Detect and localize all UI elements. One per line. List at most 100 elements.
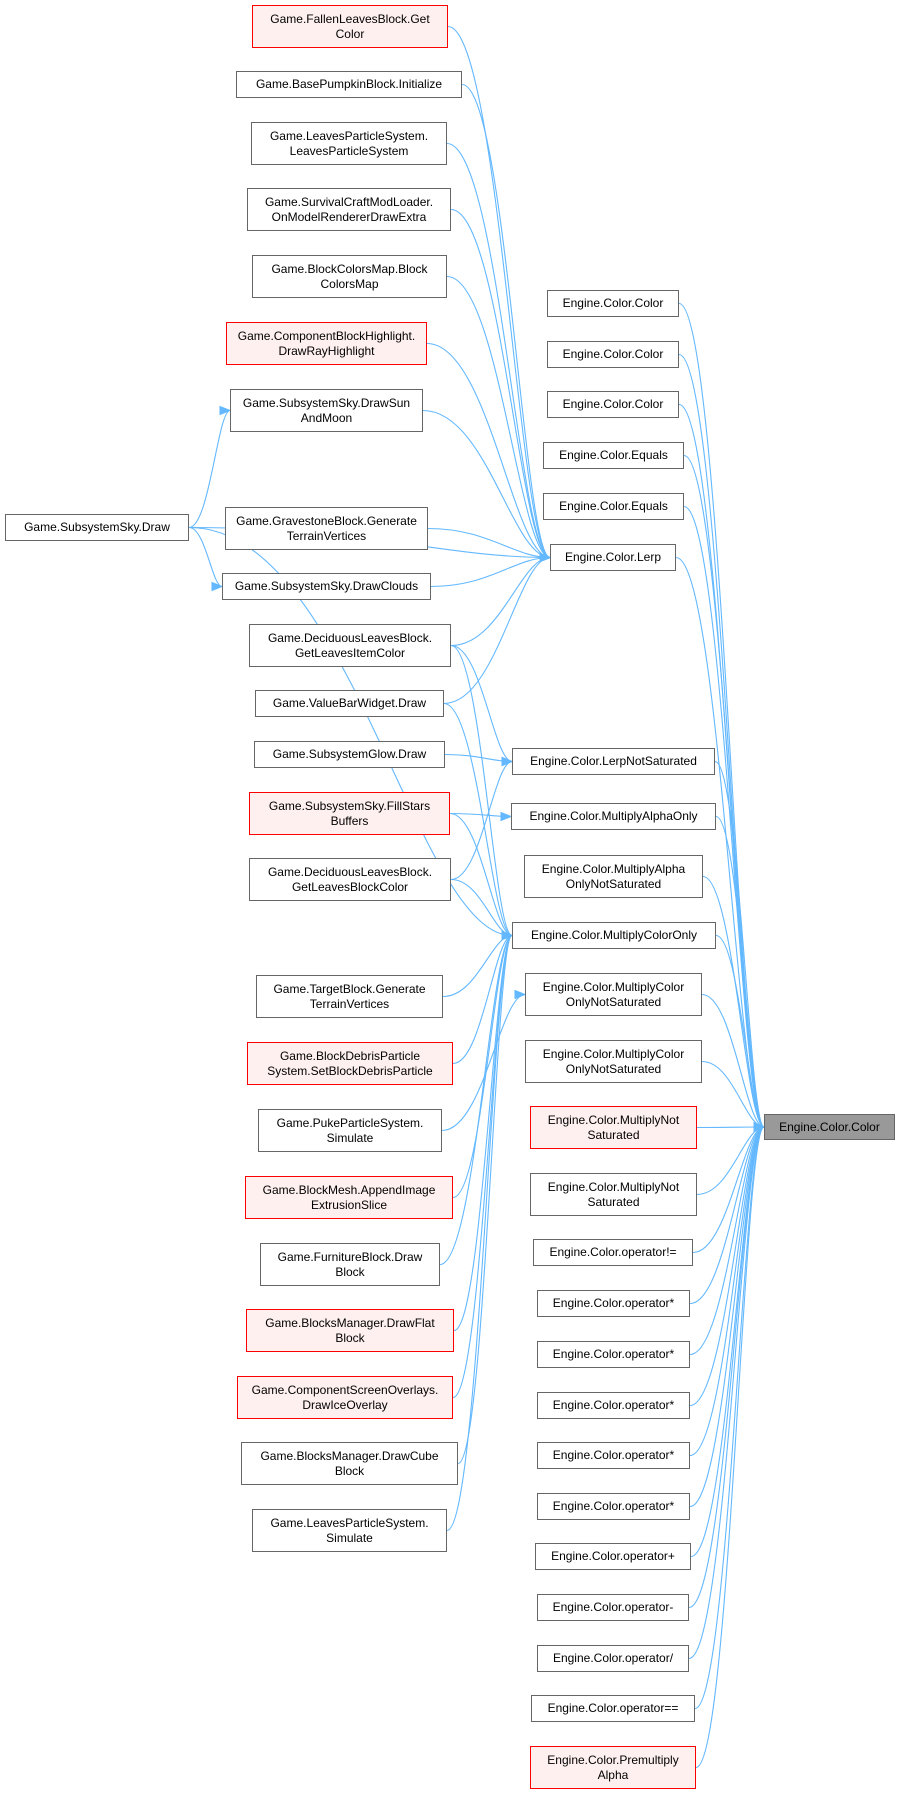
node-label: Engine.Color.operator* <box>552 1296 675 1310</box>
node-engine-color-multiplynotsaturated-2[interactable]: Engine.Color.MultiplyNot Saturated <box>530 1173 697 1216</box>
node-fallenleavesblock-getcolor[interactable]: Game.FallenLeavesBlock.Get Color <box>252 5 448 48</box>
node-subsystemsky-draw[interactable]: Game.SubsystemSky.Draw <box>5 514 189 541</box>
edge-e23-to-target <box>688 1126 765 1660</box>
edge-g21-to-e10 <box>452 934 513 1399</box>
node-label: Engine.Color.operator- <box>552 1600 674 1614</box>
node-componentblockhighlight-drawrayhighlight[interactable]: Game.ComponentBlockHighlight. DrawRayHig… <box>226 322 427 365</box>
node-label: Game.BlocksManager.DrawCube Block <box>260 1448 439 1478</box>
arrowhead <box>514 989 527 1000</box>
node-subsystemsky-drawsunandmoon[interactable]: Game.SubsystemSky.DrawSun AndMoon <box>230 389 423 432</box>
node-label: Engine.Color.Color <box>562 397 664 411</box>
node-engine-color-operator-mul-4[interactable]: Engine.Color.operator* <box>537 1442 690 1469</box>
node-label: Engine.Color.Premultiply Alpha <box>547 1752 679 1782</box>
edge-e18-to-target <box>689 1126 765 1407</box>
node-engine-color-operator-mul-3[interactable]: Engine.Color.operator* <box>537 1392 690 1419</box>
node-engine-color-operator-sub[interactable]: Engine.Color.operator- <box>537 1594 689 1621</box>
edge-g4-to-e6 <box>450 208 551 559</box>
edge-g19-to-e10 <box>439 934 513 1266</box>
node-engine-color-operator-add[interactable]: Engine.Color.operator+ <box>535 1543 691 1570</box>
node-label: Game.ValueBarWidget.Draw <box>272 696 427 710</box>
edge-g17-to-e11 <box>441 993 526 1132</box>
edge-g18-to-e10 <box>452 934 513 1199</box>
node-engine-color-operator-mul-5[interactable]: Engine.Color.operator* <box>537 1493 690 1520</box>
node-label: Engine.Color.Color <box>779 1119 880 1134</box>
node-engine-color-multiplyalphaonlynotsaturated[interactable]: Engine.Color.MultiplyAlpha OnlyNotSatura… <box>524 855 703 898</box>
node-engine-color-multiplycoloronlynotsaturated-2[interactable]: Engine.Color.MultiplyColor OnlyNotSatura… <box>525 1040 702 1083</box>
node-engine-color-equals-2[interactable]: Engine.Color.Equals <box>543 493 684 520</box>
node-leavesparticlesystem-simulate[interactable]: Game.LeavesParticleSystem. Simulate <box>252 1509 447 1552</box>
node-engine-color-operator-mul-1[interactable]: Engine.Color.operator* <box>537 1290 690 1317</box>
node-blocksmanager-drawflatblock[interactable]: Game.BlocksManager.DrawFlat Block <box>246 1309 454 1352</box>
edge-g7-to-e6 <box>422 409 551 559</box>
node-engine-color-equals-1[interactable]: Engine.Color.Equals <box>543 442 684 469</box>
node-label: Engine.Color.operator== <box>547 1701 679 1715</box>
arrowhead <box>501 930 514 941</box>
node-engine-color-operator-eq[interactable]: Engine.Color.operator== <box>531 1695 695 1722</box>
edge-e20-to-target <box>689 1126 765 1508</box>
edge-sky_draw-to-g7 <box>188 409 231 529</box>
node-engine-color-color-2[interactable]: Engine.Color.Color <box>547 341 679 368</box>
node-subsystemsky-fillstarsbuffers[interactable]: Game.SubsystemSky.FillStars Buffers <box>249 792 450 835</box>
node-blockcolorsmap-ctor[interactable]: Game.BlockColorsMap.Block ColorsMap <box>252 255 447 298</box>
node-label: Game.ComponentBlockHighlight. DrawRayHig… <box>237 328 416 358</box>
node-deciduousleavesblock-getleavesitemcolor[interactable]: Game.DeciduousLeavesBlock. GetLeavesItem… <box>249 624 451 667</box>
node-basepumpkinblock-initialize[interactable]: Game.BasePumpkinBlock.Initialize <box>236 71 462 98</box>
node-label: Engine.Color.MultiplyAlpha OnlyNotSatura… <box>541 861 686 891</box>
node-engine-color-premultiplyalpha[interactable]: Engine.Color.Premultiply Alpha <box>530 1746 696 1789</box>
node-subsystemglow-draw[interactable]: Game.SubsystemGlow.Draw <box>254 741 445 768</box>
arrowhead <box>753 1122 766 1132</box>
node-engine-color-color-1[interactable]: Engine.Color.Color <box>547 290 679 317</box>
node-blockdebrisparticlesystem-setblockdebrisparticle[interactable]: Game.BlockDebrisParticle System.SetBlock… <box>247 1042 453 1085</box>
node-engine-color-multiplycoloronlynotsaturated-1[interactable]: Engine.Color.MultiplyColor OnlyNotSatura… <box>525 973 702 1016</box>
node-engine-color-operator-mul-2[interactable]: Engine.Color.operator* <box>537 1341 690 1368</box>
node-componentscreenoverlays-drawiceoverlay[interactable]: Game.ComponentScreenOverlays. DrawIceOve… <box>237 1376 453 1419</box>
node-label: Engine.Color.Equals <box>559 448 668 462</box>
edge-g9-to-e6 <box>430 556 551 588</box>
node-blockmesh-appendimageextrusionslice[interactable]: Game.BlockMesh.AppendImage ExtrusionSlic… <box>245 1176 453 1219</box>
edge-e25-to-target <box>695 1126 765 1769</box>
edge-g5-to-e6 <box>446 275 551 559</box>
node-engine-color-lerpnotsaturated[interactable]: Engine.Color.LerpNotSaturated <box>512 748 715 775</box>
edge-g23-to-e10 <box>446 934 513 1532</box>
node-deciduousleavesblock-getleavesblockcolor[interactable]: Game.DeciduousLeavesBlock. GetLeavesBloc… <box>249 858 451 901</box>
node-engine-color-operator-neq[interactable]: Engine.Color.operator!= <box>533 1239 693 1266</box>
edge-e16-to-target <box>689 1126 765 1305</box>
edge-g1-to-e6 <box>447 25 551 559</box>
node-label: Game.BlocksManager.DrawFlat Block <box>265 1315 435 1345</box>
node-pukeparticlesystem-simulate[interactable]: Game.PukeParticleSystem. Simulate <box>258 1109 442 1152</box>
node-leavesparticlesystem-ctor[interactable]: Game.LeavesParticleSystem. LeavesParticl… <box>251 122 447 165</box>
edge-e10-to-target <box>715 934 765 1128</box>
edge-e11-to-target <box>701 993 765 1128</box>
node-engine-color-lerp[interactable]: Engine.Color.Lerp <box>550 544 676 571</box>
edge-g13-to-e10 <box>449 812 513 937</box>
node-engine-color-operator-div[interactable]: Engine.Color.operator/ <box>537 1645 689 1672</box>
node-gravestoneblock-generateterrainvertices[interactable]: Game.GravestoneBlock.Generate TerrainVer… <box>225 507 428 550</box>
node-label: Game.SubsystemSky.FillStars Buffers <box>268 798 431 828</box>
edge-e5-to-target <box>683 505 765 1128</box>
node-furnitureblock-drawblock[interactable]: Game.FurnitureBlock.Draw Block <box>260 1243 440 1286</box>
node-label: Engine.Color.Color <box>562 347 664 361</box>
node-subsystemsky-drawclouds[interactable]: Game.SubsystemSky.DrawClouds <box>222 573 431 600</box>
node-label: Game.BasePumpkinBlock.Initialize <box>255 77 443 91</box>
node-label: Engine.Color.MultiplyNot Saturated <box>547 1112 680 1142</box>
node-label: Engine.Color.MultiplyColorOnly <box>530 928 698 942</box>
node-engine-color-color-3[interactable]: Engine.Color.Color <box>547 391 679 418</box>
node-engine-color-multiplynotsaturated-1[interactable]: Engine.Color.MultiplyNot Saturated <box>530 1106 697 1149</box>
node-label: Game.SubsystemGlow.Draw <box>272 747 427 761</box>
node-label: Game.BlockDebrisParticle System.SetBlock… <box>267 1048 433 1078</box>
arrowhead <box>539 552 552 563</box>
node-target-engine-color-color: Engine.Color.Color <box>764 1114 895 1140</box>
node-label: Engine.Color.operator* <box>552 1499 675 1513</box>
node-label: Game.FallenLeavesBlock.Get Color <box>270 11 430 41</box>
node-label: Engine.Color.operator* <box>552 1347 675 1361</box>
edge-g11-to-e10 <box>443 702 513 937</box>
node-label: Engine.Color.MultiplyColor OnlyNotSatura… <box>542 979 685 1009</box>
edge-g2-to-e6 <box>461 83 551 559</box>
node-survivalcraftmodloader-drawextra[interactable]: Game.SurvivalCraftModLoader. OnModelRend… <box>247 188 451 231</box>
node-engine-color-multiplyalphaonly[interactable]: Engine.Color.MultiplyAlphaOnly <box>511 803 716 830</box>
node-engine-color-multiplycoloronly[interactable]: Engine.Color.MultiplyColorOnly <box>512 922 716 949</box>
node-blocksmanager-drawcubeblock[interactable]: Game.BlocksManager.DrawCube Block <box>241 1442 458 1485</box>
node-valuebarwidget-draw[interactable]: Game.ValueBarWidget.Draw <box>255 690 444 717</box>
node-targetblock-generateterrainvertices[interactable]: Game.TargetBlock.Generate TerrainVertice… <box>256 975 443 1018</box>
node-label: Game.PukeParticleSystem. Simulate <box>276 1115 424 1145</box>
